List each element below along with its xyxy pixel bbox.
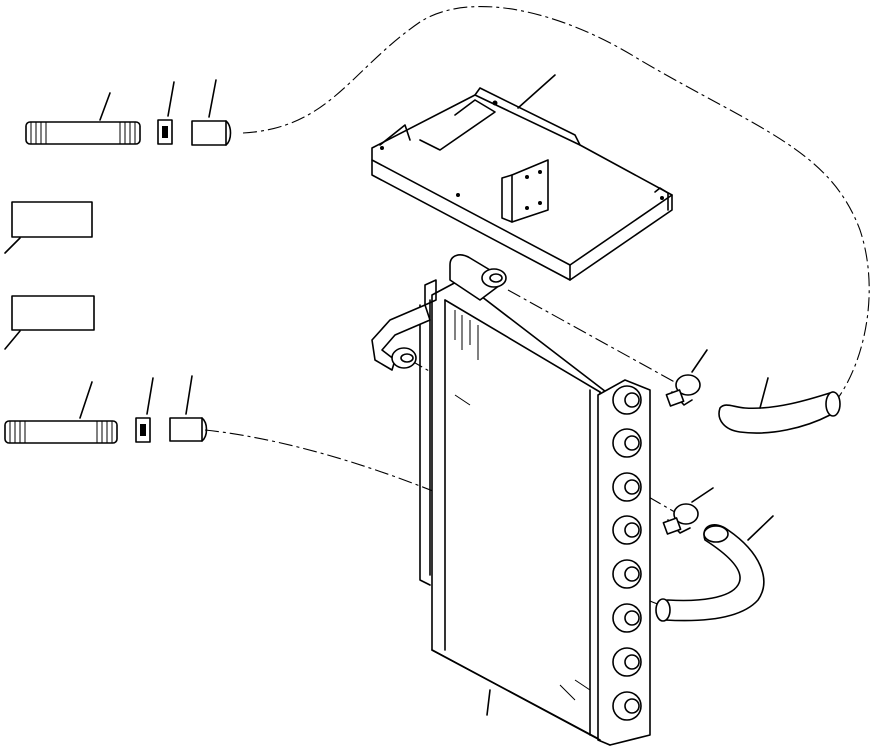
bracket-plate xyxy=(371,74,673,281)
hose-lower xyxy=(655,515,774,622)
hose-clamp-upper xyxy=(665,349,708,407)
pipe-lower xyxy=(4,381,118,444)
clip-upper xyxy=(157,81,175,145)
tube-ends xyxy=(612,385,642,721)
hose-clamp-lower xyxy=(662,487,714,535)
hose-upper xyxy=(718,377,841,434)
connection-line-pipe-1 xyxy=(507,289,681,386)
sleeve-upper xyxy=(191,79,232,146)
clip-lower xyxy=(135,377,154,443)
sleeve-lower xyxy=(169,375,208,442)
evaporator-core xyxy=(371,254,651,746)
label-box-2 xyxy=(4,295,95,350)
pipe-upper xyxy=(25,92,141,145)
label-box-1 xyxy=(4,201,93,254)
